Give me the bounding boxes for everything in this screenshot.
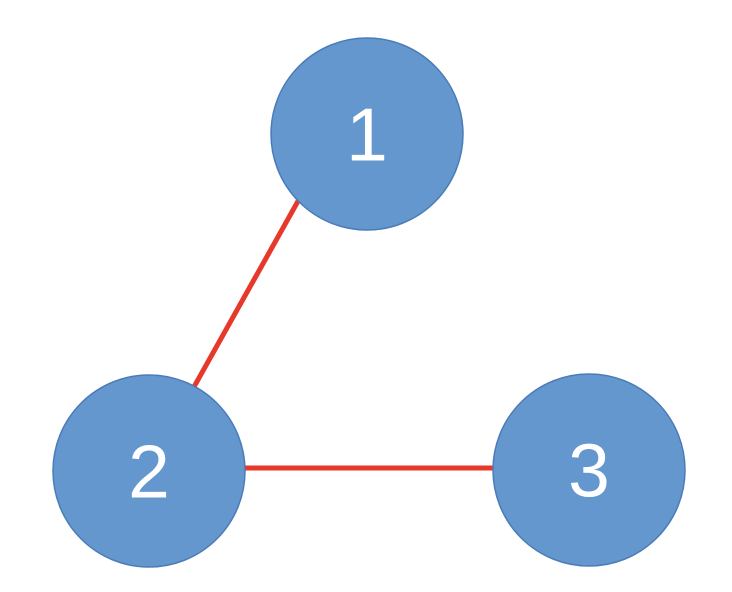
node-circle-2[interactable]	[52, 374, 246, 568]
node-3[interactable]: 3	[492, 373, 686, 567]
node-circle-1[interactable]	[270, 37, 464, 231]
node-2[interactable]: 2	[52, 374, 246, 568]
edge-1-2[interactable]	[187, 192, 305, 396]
node-1[interactable]: 1	[270, 37, 464, 231]
node-circle-3[interactable]	[492, 373, 686, 567]
